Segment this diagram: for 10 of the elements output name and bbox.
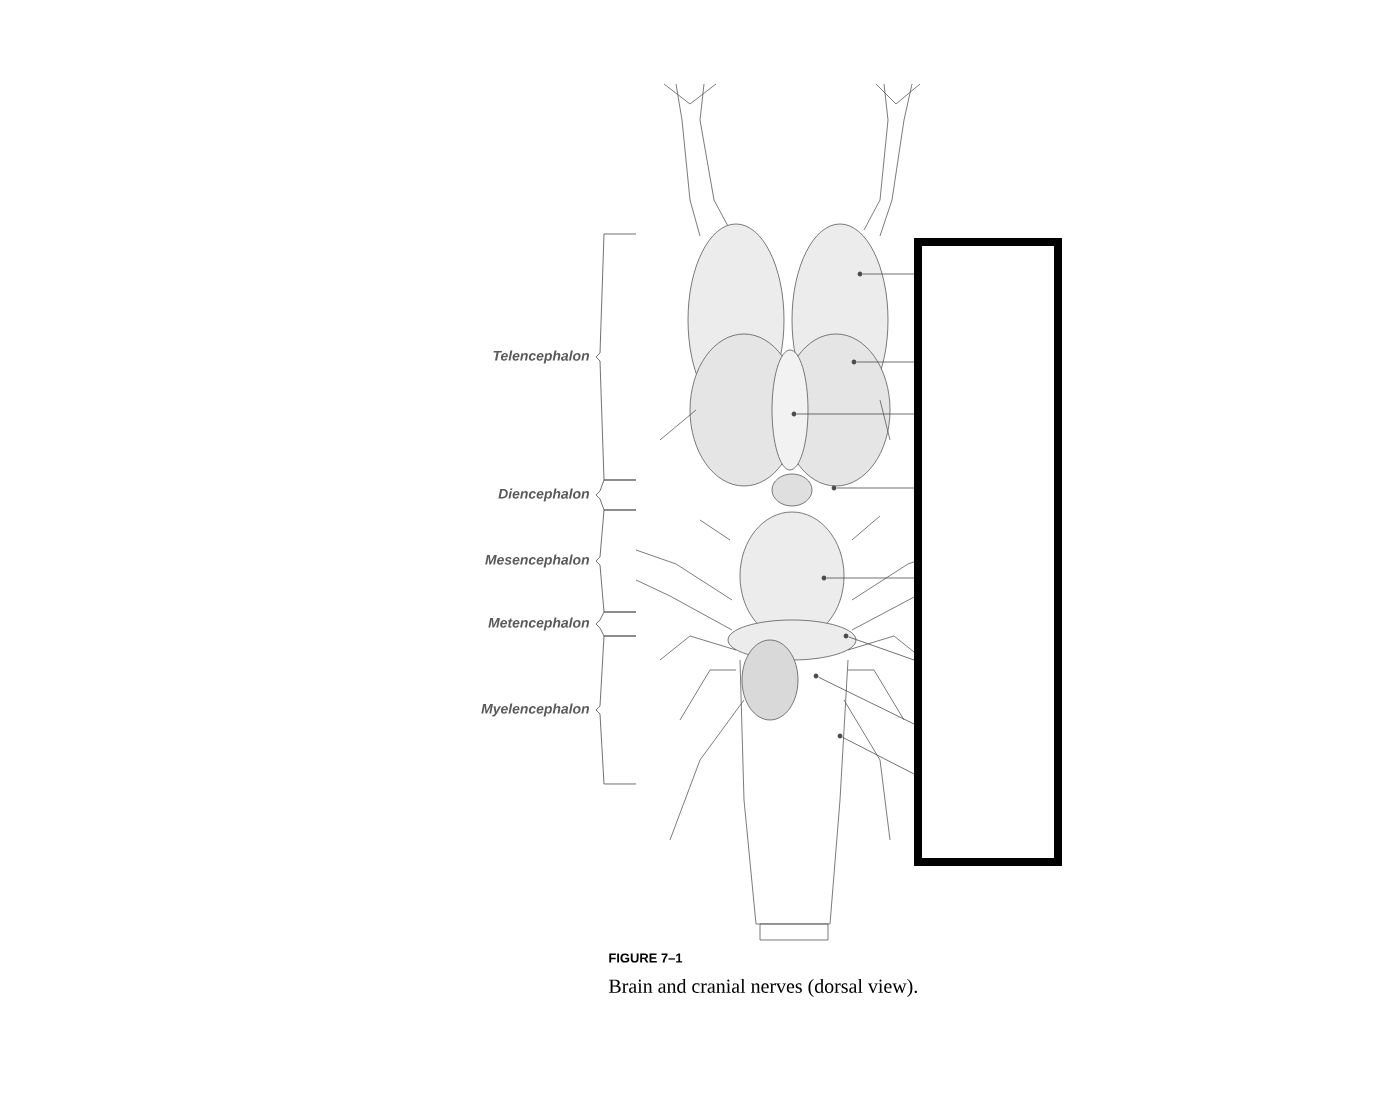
leader-line (796, 413, 915, 415)
label-cover-box (914, 238, 1062, 866)
leader-line (836, 487, 915, 489)
leader-line (862, 273, 915, 275)
leader-line (842, 736, 915, 775)
leader-line (818, 676, 915, 725)
leader-line (826, 577, 915, 579)
caption: Brain and cranial nerves (dorsal view). (608, 978, 917, 998)
leader-line (848, 636, 915, 661)
leader-line (856, 361, 915, 363)
